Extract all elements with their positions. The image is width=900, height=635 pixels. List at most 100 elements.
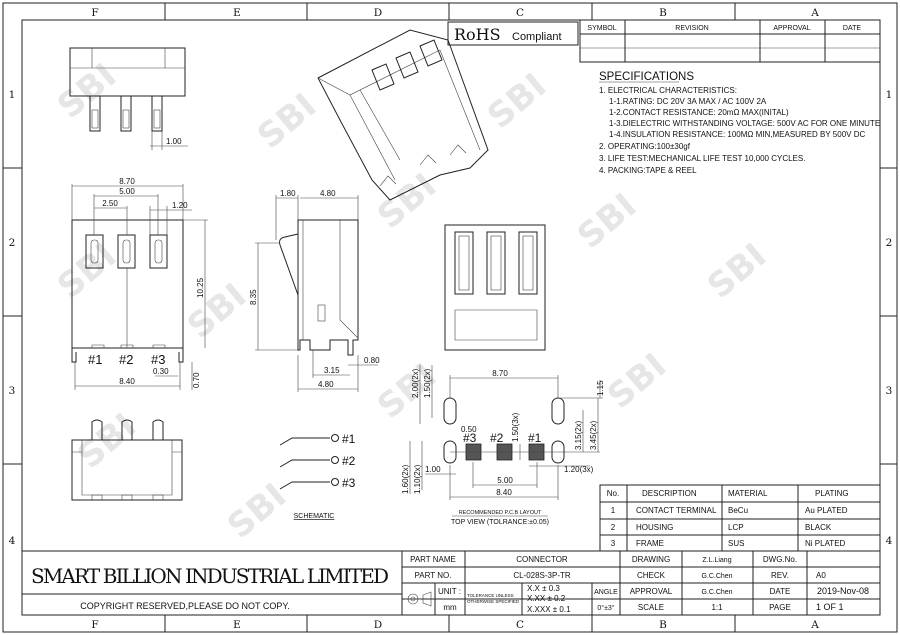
page-value: 1 OF 1 xyxy=(816,602,844,612)
cell: Au PLATED xyxy=(805,506,848,515)
header-material: MATERIAL xyxy=(728,489,768,498)
row-marker: 1 xyxy=(9,89,16,101)
spec-line: 1-2.CONTACT RESISTANCE: 20mΩ MAX(INITAL) xyxy=(609,108,789,117)
dim-label: 8.70 xyxy=(119,177,135,186)
approval-label: APPROVAL xyxy=(630,587,673,596)
schematic: #1 #2 #3 SCHEMATIC xyxy=(279,432,356,520)
dim-label: 1.50(3x) xyxy=(511,412,520,442)
column-marker: F xyxy=(91,619,98,631)
dim-label: 4.80 xyxy=(320,189,336,198)
dim-label: 0.70 xyxy=(192,372,201,388)
spec-line: 4. PACKING:TAPE & REEL xyxy=(599,166,697,175)
dim-label: 2.50 xyxy=(102,199,118,208)
spec-line: 1-4.INSULATION RESISTANCE: 100MΩ MIN,MEA… xyxy=(609,130,865,139)
spec-line: 1-1.RATING: DC 20V 3A MAX / AC 100V 2A xyxy=(609,97,767,106)
dim-label: 1.10(2x) xyxy=(413,464,422,494)
dim-label: 3.15 xyxy=(324,366,340,375)
pcb-caption: RECOMMENDED P.C.B LAYOUT xyxy=(459,510,542,516)
tolerance-label: TOLERANCE UNLESS xyxy=(467,593,514,598)
pin-label: #1 xyxy=(88,352,102,367)
dim-label: 3.15(2x) xyxy=(574,420,583,450)
spec-line: 1. ELECTRICAL CHARACTERISTICS: xyxy=(599,86,737,95)
watermark: SBI xyxy=(480,66,554,137)
spec-line: 1-3.DIELECTRIC WITHSTANDING VOLTAGE: 500… xyxy=(609,119,880,128)
cell: HOUSING xyxy=(636,523,673,532)
cell: SUS xyxy=(728,539,744,548)
watermark: SBI xyxy=(50,236,124,307)
column-marker: A xyxy=(810,7,819,19)
pin-label: #1 xyxy=(528,431,542,445)
dim-label: 2.00(2x) xyxy=(411,368,420,398)
watermark: SBI xyxy=(70,406,144,477)
dim-label: 0.80 xyxy=(364,356,380,365)
top-view-center-drawing xyxy=(444,224,546,351)
dim-label: 4.80 xyxy=(318,380,334,389)
spec-line: 3. LIFE TEST:MECHANICAL LIFE TEST 10,000… xyxy=(599,154,805,163)
dwg-no-label: DWG.No. xyxy=(763,555,797,564)
rev-label: REV. xyxy=(771,571,789,580)
dim-label: 5.00 xyxy=(119,187,135,196)
top-view-drawing: 1.00 xyxy=(69,47,188,150)
dim-label: 1.15 xyxy=(596,380,605,396)
pin-label: #2 xyxy=(490,431,504,445)
watermark: SBI xyxy=(370,356,444,427)
copyright-notice: COPYRIGHT RESERVED,PLEASE DO NOT COPY. xyxy=(80,601,289,611)
spec-line: 2. OPERATING:100±30gf xyxy=(599,142,691,151)
part-no-value: CL-028S-3P-TR xyxy=(513,571,571,580)
approval-value: G.C.Chen xyxy=(701,589,732,596)
column-marker: C xyxy=(516,619,524,631)
column-marker: F xyxy=(91,7,98,19)
column-marker: D xyxy=(374,619,382,631)
cell: 1 xyxy=(611,506,616,515)
watermark: SBI xyxy=(220,476,294,547)
check-value: G.C.Chen xyxy=(701,573,732,580)
pin-label: #3 xyxy=(463,431,477,445)
header-description: DESCRIPTION xyxy=(642,489,697,498)
column-marker: C xyxy=(516,7,524,19)
watermark: SBI xyxy=(700,236,774,307)
rohs-subtitle: Compliant xyxy=(512,31,562,43)
part-no-label: PART NO. xyxy=(415,571,452,580)
pcb-layout: 8.70 1.15 2.00(2x) 1.50(2x) 0.50 1.50(3x… xyxy=(401,365,605,526)
check-label: CHECK xyxy=(637,571,666,580)
title-block: SMART BILLION INDUSTRIAL LIMITED COPYRIG… xyxy=(22,550,880,615)
header-date: DATE xyxy=(843,25,861,32)
dim-label: 8.40 xyxy=(496,488,512,497)
angle-value: 0°±3° xyxy=(597,604,614,612)
column-marker: E xyxy=(233,7,241,19)
row-marker: 2 xyxy=(886,237,893,249)
column-marker: B xyxy=(659,7,667,19)
header-no: No. xyxy=(607,489,619,498)
dim-label: 1.20(3x) xyxy=(564,465,594,474)
drawing-label: DRAWING xyxy=(632,555,670,564)
dim-label: 1.20 xyxy=(172,201,188,210)
tolerance-label: OTHERWISE SPECIFIED xyxy=(467,599,520,604)
watermark: SBI xyxy=(50,56,124,127)
projection-symbol-icon xyxy=(405,591,432,607)
page-label: PAGE xyxy=(769,603,791,612)
cell: FRAME xyxy=(636,539,664,548)
tolerance-value: X.XXX ± 0.1 xyxy=(527,605,571,614)
cell: Ni PLATED xyxy=(805,539,846,548)
dim-label: 10.25 xyxy=(196,277,205,298)
row-marker: 1 xyxy=(886,89,893,101)
watermark: SBI xyxy=(250,86,324,157)
rev-value: A0 xyxy=(816,571,826,580)
rohs-title: RoHS xyxy=(454,25,501,44)
unit-value: mm xyxy=(443,603,457,612)
dim-label: 3.45(2x) xyxy=(589,420,598,450)
isometric-view-drawing xyxy=(317,29,489,201)
pin-label: #2 xyxy=(119,352,133,367)
angle-label: ANGLE xyxy=(594,589,618,596)
dim-label: 0.50 xyxy=(461,425,477,434)
header-revision: REVISION xyxy=(675,25,708,32)
row-marker: 2 xyxy=(9,237,16,249)
column-marker: A xyxy=(810,619,819,631)
unit-label: UNIT : xyxy=(438,587,461,596)
scale-label: SCALE xyxy=(638,603,664,612)
date-value: 2019-Nov-08 xyxy=(817,586,869,596)
drawing-value: Z.L.Liang xyxy=(702,557,731,564)
part-name-label: PART NAME xyxy=(410,555,456,564)
cell: 3 xyxy=(611,539,616,548)
dim-label: 8.35 xyxy=(249,289,258,305)
